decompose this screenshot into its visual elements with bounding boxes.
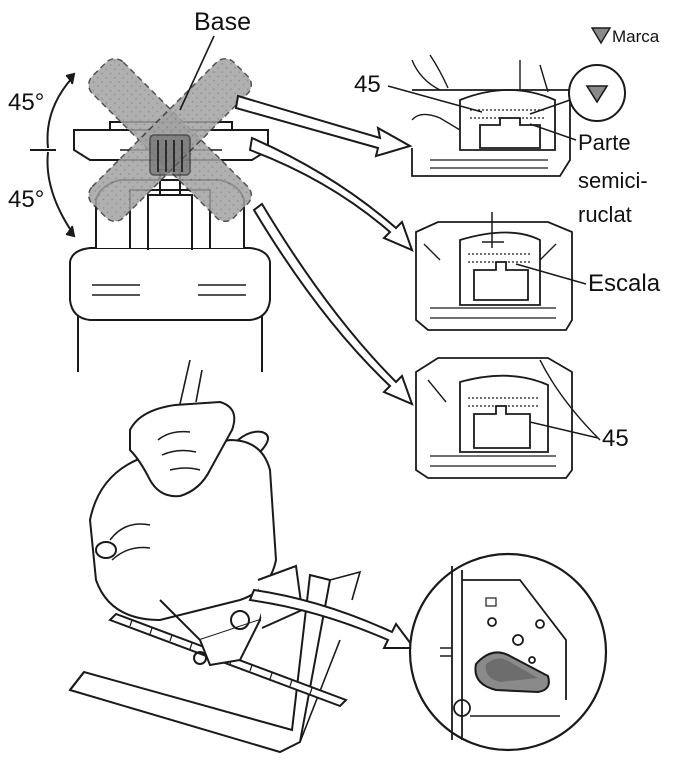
- blade-holder-detail: [149, 134, 191, 176]
- label-45-top: 45: [354, 71, 381, 98]
- parte-semicirculat-label-3: ruclat: [578, 202, 632, 227]
- detail-view-top: [411, 54, 571, 177]
- escala-label: Escala: [588, 270, 661, 297]
- detail-view-middle: [415, 212, 573, 331]
- jigsaw-in-use-illustration: [68, 359, 416, 754]
- knob-closeup-detail: [408, 552, 608, 752]
- angle-label-top: 45°: [8, 89, 44, 116]
- leader-45-lower: [529, 421, 599, 439]
- marca-legend-triangle: [590, 27, 612, 45]
- angle-label-bottom: 45°: [8, 186, 44, 213]
- base-label: Base: [194, 8, 251, 36]
- leader-45-top: [387, 85, 483, 113]
- marker-circle-callout: [529, 64, 626, 122]
- label-45-lower: 45: [602, 425, 629, 452]
- angle-arc-indicators: [30, 72, 76, 238]
- parte-semicirculat-label-1: Parte: [578, 130, 631, 155]
- leader-escala: [515, 263, 587, 285]
- detail-view-lower: [415, 357, 601, 479]
- base-leader-line: [179, 35, 215, 111]
- leader-parte: [529, 123, 577, 141]
- tool-front-view: [69, 121, 271, 372]
- parte-semicirculat-label-2: semici-: [578, 168, 648, 193]
- callout-arrows: [234, 94, 414, 406]
- marca-label: Marca: [612, 27, 660, 46]
